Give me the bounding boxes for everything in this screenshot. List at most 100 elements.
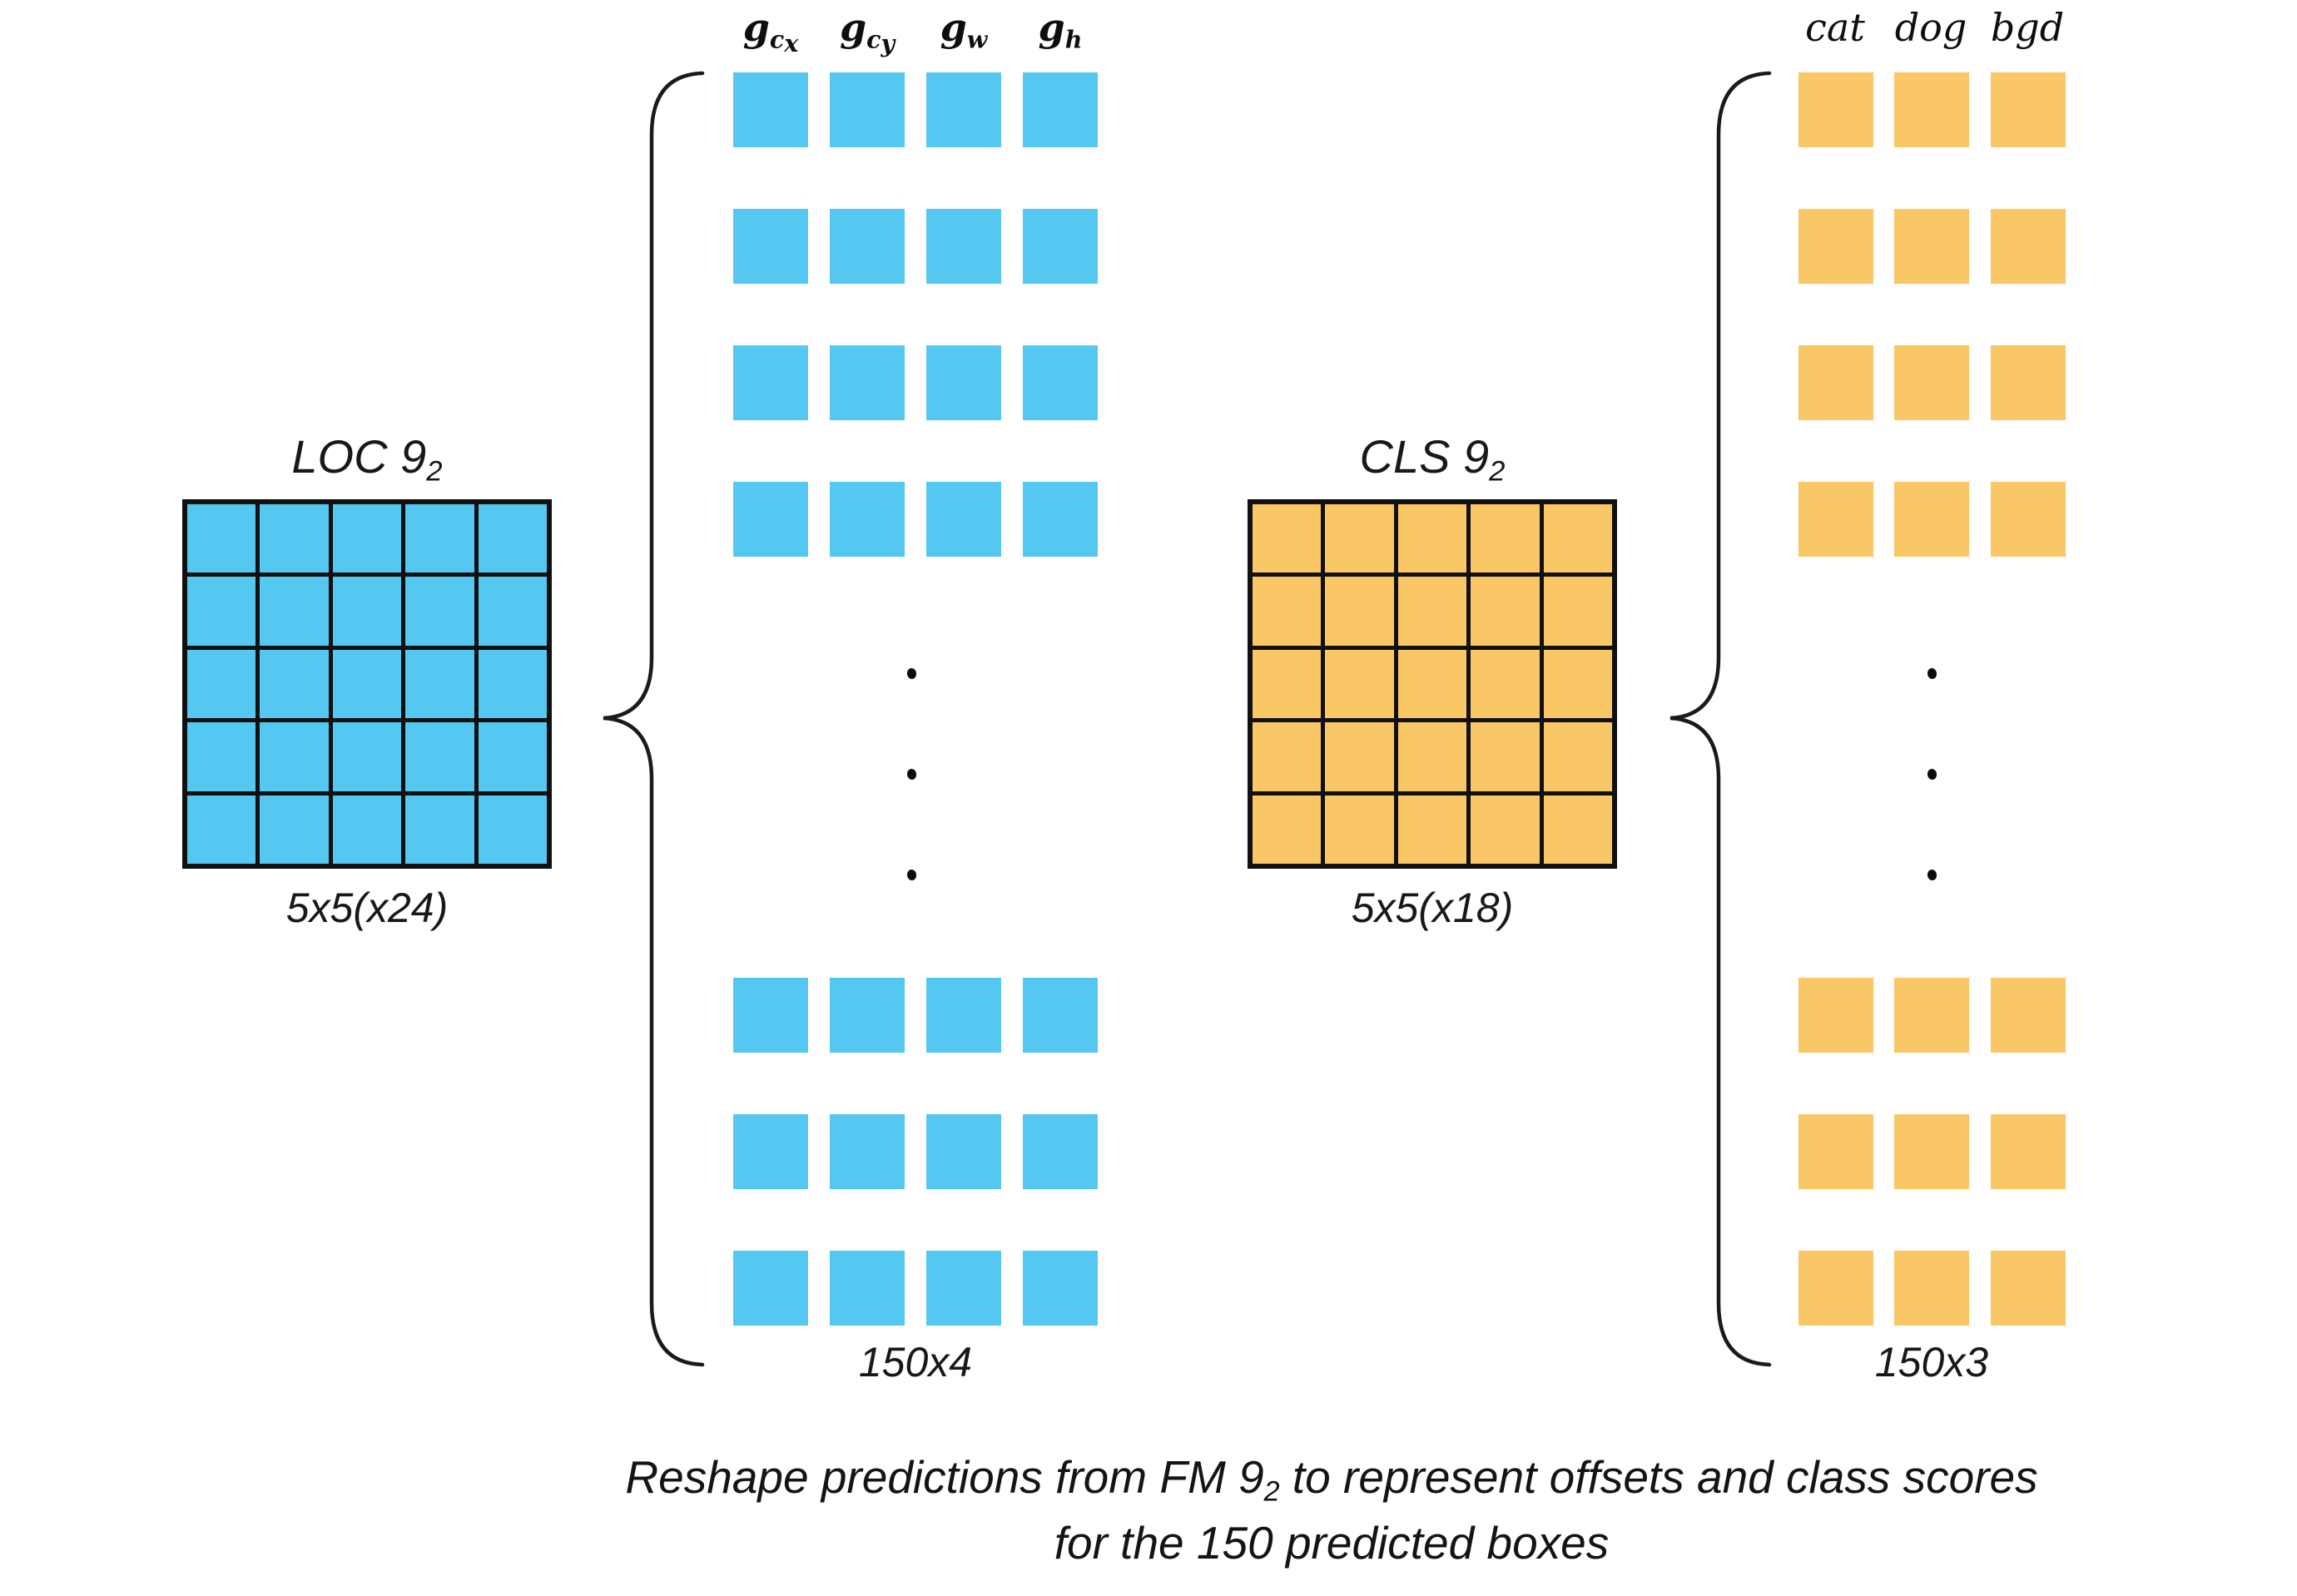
grid-cell [1471, 577, 1540, 646]
matrix-cell [733, 1251, 808, 1326]
cls-col-header-dog: dog [1873, 5, 1989, 50]
ellipsis-dot-icon [1927, 869, 1937, 881]
matrix-cell [1894, 209, 1969, 284]
grid-cell [1543, 504, 1612, 573]
header-subsub: y [881, 28, 895, 57]
grid-cell [478, 504, 547, 573]
header-subsub: x [784, 28, 799, 57]
grid-cell [478, 577, 547, 646]
matrix-cell [1023, 72, 1098, 147]
ellipsis-dot-icon [906, 768, 917, 781]
grid-cell [1253, 649, 1322, 719]
cls-grid-title: CLS 92 [1248, 429, 1617, 488]
caption-line-2: for the 150 predicted boxes [1054, 1516, 1610, 1569]
header-sub: w [966, 25, 988, 54]
matrix-cell [733, 72, 808, 147]
matrix-cell [926, 978, 1001, 1053]
matrix-cell [1798, 1114, 1873, 1189]
loc-grid-title-text: LOC 9 [291, 430, 427, 483]
matrix-cell [1894, 1114, 1969, 1189]
header-base: g [742, 5, 770, 50]
matrix-cell [926, 1114, 1001, 1189]
header-base: cat [1805, 5, 1865, 50]
matrix-cell [1023, 345, 1098, 420]
grid-cell [1397, 795, 1467, 864]
grid-cell [405, 722, 474, 791]
grid-cell [1471, 795, 1540, 864]
matrix-cell [733, 978, 808, 1053]
matrix-cell [1798, 345, 1873, 420]
grid-cell [187, 649, 256, 719]
matrix-cell [733, 1114, 808, 1189]
cls-feature-map-grid [1248, 499, 1617, 869]
loc-col-header-gh: gh [1002, 5, 1119, 57]
grid-cell [187, 795, 256, 864]
grid-cell [478, 722, 547, 791]
grid-cell [260, 577, 329, 646]
grid-cell [260, 795, 329, 864]
matrix-cell [926, 209, 1001, 284]
matrix-cell [830, 72, 905, 147]
grid-cell [1397, 577, 1467, 646]
cls-grid-title-subscript: 2 [1489, 455, 1506, 488]
grid-cell [405, 504, 474, 573]
matrix-cell [830, 1251, 905, 1326]
matrix-cell [926, 482, 1001, 557]
header-base: bgd [1990, 5, 2065, 50]
loc-grid-title-subscript: 2 [426, 455, 443, 488]
grid-cell [1253, 722, 1322, 791]
loc-matrix-shape-label: 150x4 [858, 1339, 973, 1385]
header-base: g [1038, 5, 1065, 50]
cls-grid-title-text: CLS 9 [1359, 430, 1490, 483]
matrix-cell [830, 1114, 905, 1189]
matrix-cell [926, 72, 1001, 147]
matrix-cell [926, 345, 1001, 420]
matrix-cell [1894, 1251, 1969, 1326]
cls-matrix-shape-label: 150x3 [1874, 1339, 1989, 1385]
loc-col-header-gcy: gcy [809, 5, 925, 57]
matrix-cell [830, 482, 905, 557]
loc-col-header-gw: gw [905, 5, 1022, 57]
grid-cell [1253, 795, 1322, 864]
header-sub: c [769, 25, 785, 54]
matrix-cell [1798, 1251, 1873, 1326]
grid-cell [1325, 722, 1394, 791]
grid-cell [1543, 795, 1612, 864]
grid-cell [1543, 649, 1612, 719]
grid-cell [187, 722, 256, 791]
matrix-cell [1023, 978, 1098, 1053]
grid-cell [1325, 504, 1394, 573]
grid-cell [478, 795, 547, 864]
header-sub: c [866, 25, 881, 54]
grid-cell [187, 577, 256, 646]
grid-cell [332, 795, 402, 864]
cls-col-header-bgd: bgd [1969, 5, 2086, 50]
matrix-cell [733, 482, 808, 557]
grid-cell [1397, 722, 1467, 791]
left-curly-brace-icon [603, 71, 705, 1367]
matrix-cell [733, 209, 808, 284]
grid-cell [478, 649, 547, 719]
ellipsis-dot-icon [906, 667, 917, 680]
cls-col-header-cat: cat [1777, 5, 1893, 50]
ellipsis-dot-icon [1927, 667, 1937, 680]
grid-cell [1325, 649, 1394, 719]
grid-cell [187, 504, 256, 573]
grid-cell [1397, 504, 1467, 573]
grid-cell [260, 504, 329, 573]
matrix-cell [1798, 978, 1873, 1053]
caption-line1-pre: Reshape predictions from FM 9 [625, 1451, 1264, 1503]
matrix-cell [1023, 482, 1098, 557]
matrix-cell [1894, 72, 1969, 147]
matrix-cell [1894, 345, 1969, 420]
matrix-cell [1894, 482, 1969, 557]
matrix-cell [1023, 1114, 1098, 1189]
grid-cell [1471, 504, 1540, 573]
matrix-cell [830, 209, 905, 284]
matrix-cell [1023, 1251, 1098, 1326]
matrix-cell [1798, 209, 1873, 284]
grid-cell [332, 649, 402, 719]
matrix-cell [1991, 1251, 2066, 1326]
caption-line-1: Reshape predictions from FM 92 to repres… [499, 1446, 2164, 1512]
matrix-cell [1991, 72, 2066, 147]
